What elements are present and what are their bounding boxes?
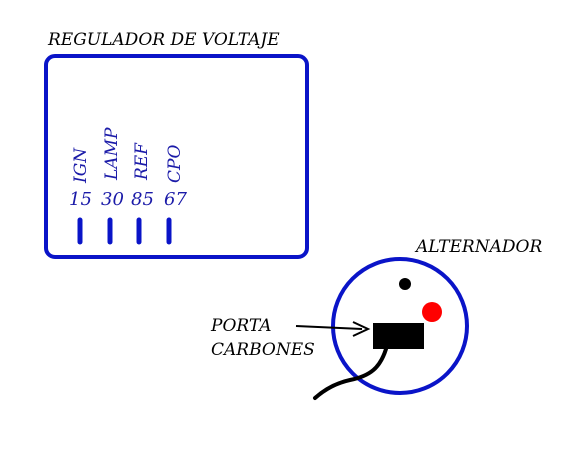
terminal-label-ref: REF <box>132 142 152 181</box>
regulator-box <box>44 54 309 259</box>
brush-holder-label-line2: CARBONES <box>211 340 315 360</box>
brush-holder-label-line1: PORTA <box>210 316 272 336</box>
terminal-label-ign: IGN <box>71 147 91 184</box>
regulator-title: REGULADOR DE VOLTAJE <box>47 30 280 50</box>
arrow-head-icon <box>352 321 371 337</box>
black-terminal-dot <box>399 278 411 290</box>
terminal-number-67: 67 <box>164 189 187 210</box>
arrow-line <box>295 325 363 330</box>
terminal-number-15: 15 <box>69 189 92 210</box>
terminal-number-30: 30 <box>101 189 124 210</box>
terminal-label-cpo: CPO <box>165 145 185 183</box>
brush-holder-block <box>373 323 424 349</box>
red-terminal-dot <box>422 302 442 322</box>
alternator-title: ALTERNADOR <box>414 237 542 257</box>
terminal-label-lamp: LAMP <box>102 127 122 181</box>
terminal-number-85: 85 <box>131 189 154 210</box>
brush-wire <box>313 347 388 400</box>
alternator-circle <box>331 257 469 395</box>
